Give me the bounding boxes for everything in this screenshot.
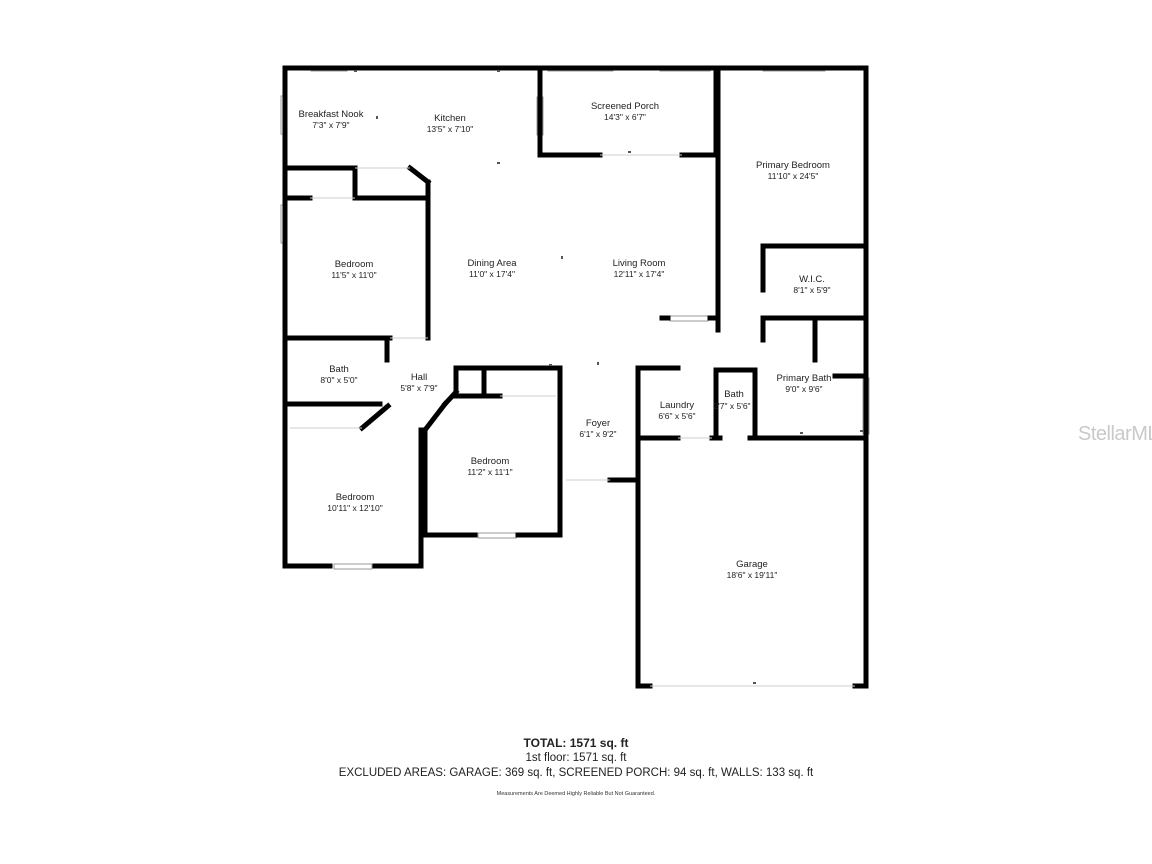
- room-dims-kitchen: 13'5" x 7'10": [427, 124, 474, 134]
- markers: [354, 70, 863, 684]
- room-labels: Breakfast Nook 7'3" x 7'9" Kitchen 13'5"…: [299, 101, 832, 580]
- room-name-foyer: Foyer: [586, 418, 610, 429]
- room-dims-wic: 8'1" x 5'9": [793, 285, 830, 295]
- room-dims-screened-porch: 14'3" x 6'7": [604, 112, 646, 122]
- room-dims-bedroom-1: 11'5" x 11'0": [331, 270, 376, 280]
- room-dims-primary-bath: 9'0" x 9'6": [785, 384, 822, 394]
- room-name-bath-1: Bath: [329, 364, 349, 375]
- room-dims-living-room: 12'11" x 17'4": [614, 269, 665, 279]
- room-name-laundry: Laundry: [660, 400, 695, 411]
- room-name-bedroom-2: Bedroom: [471, 456, 510, 467]
- room-name-bedroom-3: Bedroom: [336, 492, 375, 503]
- room-dims-hall: 5'8" x 7'9": [400, 383, 437, 393]
- room-dims-foyer: 6'1" x 9'2": [579, 429, 616, 439]
- room-name-primary-bath: Primary Bath: [777, 373, 832, 384]
- room-dims-dining-area: 11'0" x 17'4": [469, 269, 515, 279]
- room-name-bedroom-1: Bedroom: [335, 259, 374, 270]
- room-dims-laundry: 6'6" x 5'6": [658, 411, 695, 421]
- room-name-living-room: Living Room: [613, 258, 666, 269]
- room-dims-bath-1: 8'0" x 5'0": [320, 375, 357, 385]
- room-dims-primary-bedroom: 11'10" x 24'5": [768, 171, 819, 181]
- floor-area: 1st floor: 1571 sq. ft: [525, 752, 627, 764]
- room-dims-bedroom-2: 11'2" x 11'1": [467, 467, 512, 477]
- room-name-dining-area: Dining Area: [467, 258, 517, 269]
- room-dims-bedroom-3: 10'11" x 12'10": [327, 503, 382, 513]
- room-name-primary-bedroom: Primary Bedroom: [756, 160, 830, 171]
- watermark: StellarMLS: [1078, 423, 1152, 445]
- room-name-hall: Hall: [411, 372, 427, 383]
- room-name-wic: W.I.C.: [799, 274, 825, 285]
- excluded-areas: EXCLUDED AREAS: GARAGE: 369 sq. ft, SCRE…: [338, 767, 814, 779]
- total-area: TOTAL: 1571 sq. ft: [523, 736, 629, 750]
- room-name-screened-porch: Screened Porch: [591, 101, 659, 112]
- room-dims-breakfast-nook: 7'3" x 7'9": [312, 120, 349, 130]
- room-dims-bath-2: 2'7" x 5'6": [713, 401, 750, 411]
- walls: [282, 65, 869, 689]
- room-name-kitchen: Kitchen: [434, 113, 466, 124]
- room-name-breakfast-nook: Breakfast Nook: [299, 109, 364, 120]
- openings: [290, 154, 855, 687]
- room-name-bath-2: Bath: [724, 389, 744, 400]
- room-name-garage: Garage: [736, 559, 768, 570]
- disclaimer: Measurements Are Deemed Highly Reliable …: [496, 791, 656, 797]
- room-dims-garage: 18'6" x 19'11": [727, 570, 778, 580]
